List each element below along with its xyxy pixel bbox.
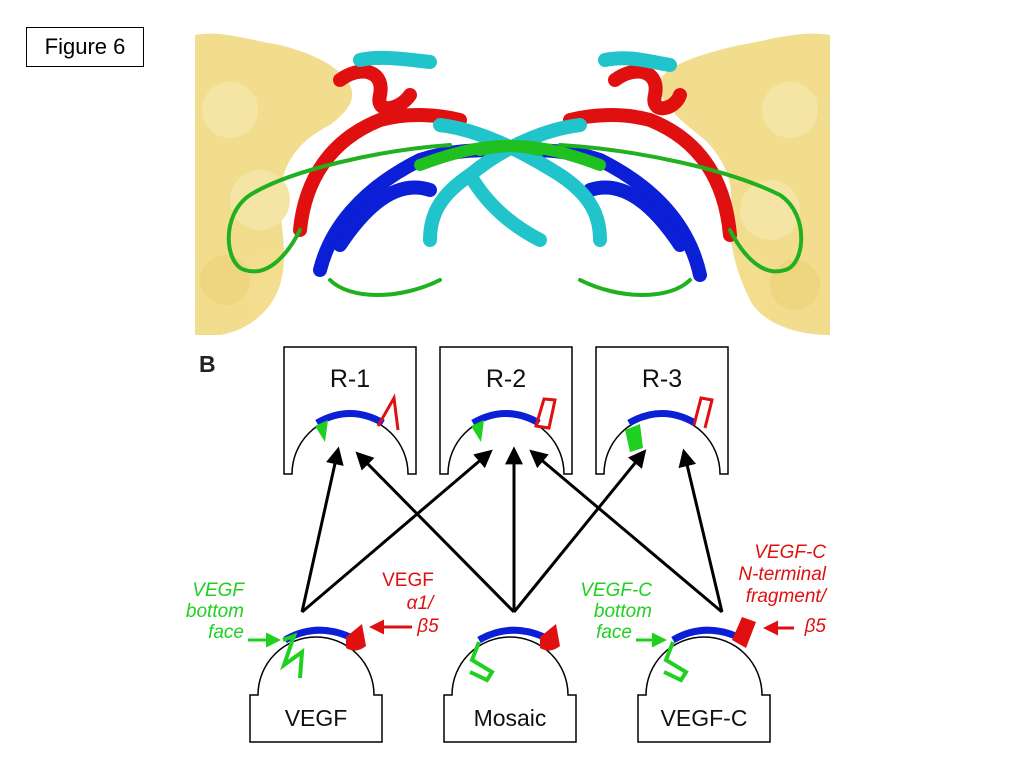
r3-green-segment bbox=[625, 424, 643, 452]
vegfc-nterm-line1: VEGF-C bbox=[754, 542, 826, 563]
mosaic-red-segment bbox=[540, 624, 560, 651]
receptor-r1-label: R-1 bbox=[330, 365, 370, 393]
receptor-r3-label: R-3 bbox=[642, 365, 682, 393]
vegfc-nterm-line4: β5 bbox=[804, 616, 827, 637]
ligand-vegfc-label: VEGF-C bbox=[661, 705, 748, 731]
receptor-r2-label: R-2 bbox=[486, 365, 526, 393]
vegfc-bottom-line2: bottom bbox=[594, 601, 652, 622]
vegf-red-segment bbox=[346, 624, 366, 651]
binding-arrows bbox=[302, 450, 722, 612]
ligand-vegf: VEGF bbox=[250, 624, 382, 742]
vegf-bottom-line2: bottom bbox=[186, 601, 244, 622]
vegf-alpha-line2: α1/ bbox=[407, 593, 435, 614]
vegf-bottom-line3: face bbox=[208, 622, 244, 643]
vegfc-nterm-line3: fragment/ bbox=[746, 586, 828, 607]
vegfc-nterm-line2: N-terminal bbox=[738, 564, 826, 585]
annotation-vegf-alpha: VEGF α1/ β5 bbox=[372, 570, 439, 637]
vegf-alpha-line1: VEGF bbox=[382, 570, 434, 591]
ligand-mosaic: Mosaic bbox=[444, 624, 576, 742]
vegf-alpha-line3: β5 bbox=[416, 616, 439, 637]
panel-b-letter: B bbox=[199, 351, 216, 377]
vegfc-bottom-line1: VEGF-C bbox=[580, 580, 652, 601]
r3-blue-segment bbox=[629, 414, 695, 424]
ligand-vegfc: VEGF-C bbox=[638, 617, 770, 742]
protein-structure-image bbox=[195, 27, 830, 335]
ligand-vegf-label: VEGF bbox=[285, 705, 348, 731]
receptor-r2: R-2 bbox=[440, 347, 572, 474]
receptor-r3: R-3 bbox=[596, 347, 728, 474]
vegf-bottom-line1: VEGF bbox=[192, 580, 245, 601]
vegfc-bottom-line3: face bbox=[596, 622, 632, 643]
annotation-vegf-bottom-face: VEGF bottom face bbox=[186, 580, 278, 643]
arrow-vegfc-r3 bbox=[684, 452, 722, 612]
receptor-r1: R-1 bbox=[284, 347, 416, 474]
annotation-vegfc-bottom-face: VEGF-C bottom face bbox=[580, 580, 664, 643]
vegfc-red-segment bbox=[732, 617, 756, 648]
ligand-mosaic-label: Mosaic bbox=[474, 705, 547, 731]
